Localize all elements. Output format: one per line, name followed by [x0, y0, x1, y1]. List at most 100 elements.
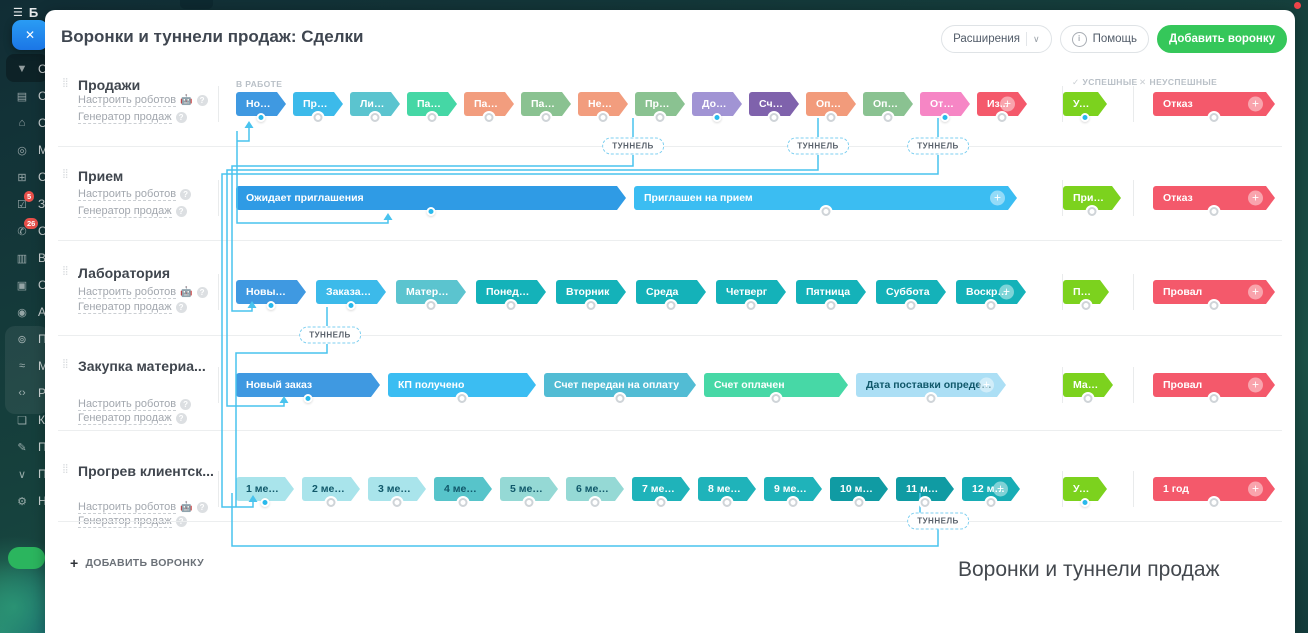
stage[interactable]: Понедельник — [476, 280, 546, 310]
tunnel-dot[interactable] — [524, 498, 534, 507]
funnel-title[interactable]: Закупка материа... — [78, 358, 206, 374]
stage[interactable]: 7 месяц — [632, 477, 690, 507]
configure-robots-link[interactable]: Настроить роботов — [78, 398, 177, 411]
help-circle-icon[interactable]: ? — [196, 287, 208, 298]
tunnel-badge[interactable]: ТУННЕЛЬ — [907, 512, 969, 530]
help-circle-icon[interactable]: ? — [175, 413, 187, 424]
tunnel-dot[interactable] — [426, 207, 436, 216]
add-stage-button[interactable]: + — [1248, 190, 1263, 206]
help-circle-icon[interactable]: ? — [196, 95, 208, 106]
fail-stage[interactable]: 1 год+ — [1153, 477, 1275, 507]
stage[interactable]: Из...+ — [977, 92, 1027, 122]
sidebar-item[interactable]: ⚙Н — [0, 490, 45, 512]
success-stage[interactable]: Успех — [1063, 92, 1107, 122]
stage[interactable]: 9 месяц — [764, 477, 822, 507]
sidebar-item[interactable]: ‹›Р — [0, 382, 45, 404]
tunnel-dot[interactable] — [821, 207, 830, 216]
help-circle-icon[interactable]: ? — [175, 302, 187, 313]
stage[interactable]: Ожидает приглашения — [236, 186, 626, 216]
configure-robots-link[interactable]: Настроить роботов — [78, 501, 177, 514]
help-circle-icon[interactable]: ? — [180, 189, 192, 200]
stage[interactable]: Пятница — [796, 280, 866, 310]
stage[interactable]: Паци... — [464, 92, 514, 122]
add-stage-button[interactable]: + — [993, 481, 1008, 497]
tunnel-badge[interactable]: ТУННЕЛЬ — [299, 326, 361, 344]
sidebar-item[interactable]: ⊚П — [0, 328, 45, 350]
tunnel-dot[interactable] — [666, 301, 676, 310]
stage[interactable]: Ново... — [236, 92, 286, 122]
fail-stage[interactable]: Отказ+ — [1153, 186, 1275, 216]
stage[interactable]: 4 месяц — [434, 477, 492, 507]
configure-robots-link[interactable]: Настроить роботов — [78, 188, 177, 201]
tunnel-dot[interactable] — [313, 113, 323, 122]
stage[interactable]: 10 месяц — [830, 477, 888, 507]
stage[interactable]: 12 ме...+ — [962, 477, 1020, 507]
tunnel-dot[interactable] — [1209, 207, 1219, 216]
tunnel-dot[interactable] — [712, 113, 722, 122]
funnel-title[interactable]: Продажи — [78, 77, 141, 93]
stage[interactable]: 2 месяц — [302, 477, 360, 507]
sidebar-item[interactable]: ◉А — [0, 301, 45, 323]
tunnel-dot[interactable] — [1080, 498, 1090, 507]
tunnel-dot[interactable] — [1080, 113, 1090, 122]
sidebar-item[interactable]: ≈М — [0, 355, 45, 377]
stage[interactable]: Паци... — [521, 92, 571, 122]
sales-generator-link[interactable]: Генератор продаж — [78, 412, 172, 425]
stage[interactable]: 3 месяц — [368, 477, 426, 507]
tunnel-dot[interactable] — [590, 498, 600, 507]
sales-generator-link[interactable]: Генератор продаж — [78, 301, 172, 314]
sidebar-item[interactable]: ⌂С — [0, 112, 45, 134]
tunnel-dot[interactable] — [541, 113, 551, 122]
tunnel-dot[interactable] — [506, 301, 516, 310]
sidebar-item[interactable]: ◎М — [0, 139, 45, 161]
drag-handle-icon[interactable]: ⣿ — [62, 265, 69, 275]
tunnel-dot[interactable] — [326, 498, 336, 507]
help-circle-icon[interactable]: ? — [175, 112, 187, 123]
tunnel-dot[interactable] — [1209, 113, 1219, 122]
funnel-title[interactable]: Прием — [78, 168, 124, 184]
stage[interactable]: Среда — [636, 280, 706, 310]
stage[interactable]: Материалы... — [396, 280, 466, 310]
sidebar-item[interactable]: ▥В — [0, 247, 45, 269]
stage[interactable]: Новый заказ — [236, 280, 306, 310]
tunnel-dot[interactable] — [1081, 301, 1091, 310]
tunnel-dot[interactable] — [458, 498, 468, 507]
tunnel-dot[interactable] — [256, 113, 266, 122]
sidebar-item[interactable]: ▣С — [0, 274, 45, 296]
sidebar-item[interactable]: ∨П — [0, 463, 45, 485]
sidebar-item[interactable]: ⊞С — [0, 166, 45, 188]
tunnel-dot[interactable] — [1083, 394, 1093, 403]
help-circle-icon[interactable]: ? — [175, 206, 187, 217]
stage[interactable]: Паци... — [407, 92, 457, 122]
stage[interactable]: Отпра... — [920, 92, 970, 122]
sidebar-item[interactable]: ✎П — [0, 436, 45, 458]
tunnel-dot[interactable] — [940, 113, 950, 122]
tunnel-dot[interactable] — [746, 301, 756, 310]
sidebar-green-button[interactable] — [8, 547, 45, 569]
stage[interactable]: КП получено — [388, 373, 536, 403]
success-stage[interactable]: Прием п... — [1063, 186, 1121, 216]
tunnel-badge[interactable]: ТУННЕЛЬ — [602, 137, 664, 155]
stage[interactable]: Счет оплачен — [704, 373, 848, 403]
add-funnel-link[interactable]: + ДОБАВИТЬ ВОРОНКУ — [70, 555, 204, 571]
add-stage-button[interactable]: + — [1248, 284, 1263, 300]
tunnel-dot[interactable] — [586, 301, 596, 310]
drag-handle-icon[interactable]: ⣿ — [62, 77, 69, 87]
stage[interactable]: Вторник — [556, 280, 626, 310]
help-circle-icon[interactable]: ? — [196, 502, 208, 513]
tunnel-dot[interactable] — [656, 498, 666, 507]
tunnel-dot[interactable] — [426, 301, 436, 310]
tunnel-dot[interactable] — [771, 394, 781, 403]
tunnel-dot[interactable] — [722, 498, 732, 507]
stage[interactable]: Четверг — [716, 280, 786, 310]
tunnel-dot[interactable] — [1209, 498, 1219, 507]
stage[interactable]: Лист ... — [350, 92, 400, 122]
stage[interactable]: Суббота — [876, 280, 946, 310]
tunnel-dot[interactable] — [1209, 394, 1219, 403]
success-stage[interactable]: Матери... — [1063, 373, 1113, 403]
stage[interactable]: Оплат... — [863, 92, 913, 122]
add-stage-button[interactable]: + — [1248, 96, 1263, 112]
close-button[interactable]: ✕ — [12, 20, 45, 50]
